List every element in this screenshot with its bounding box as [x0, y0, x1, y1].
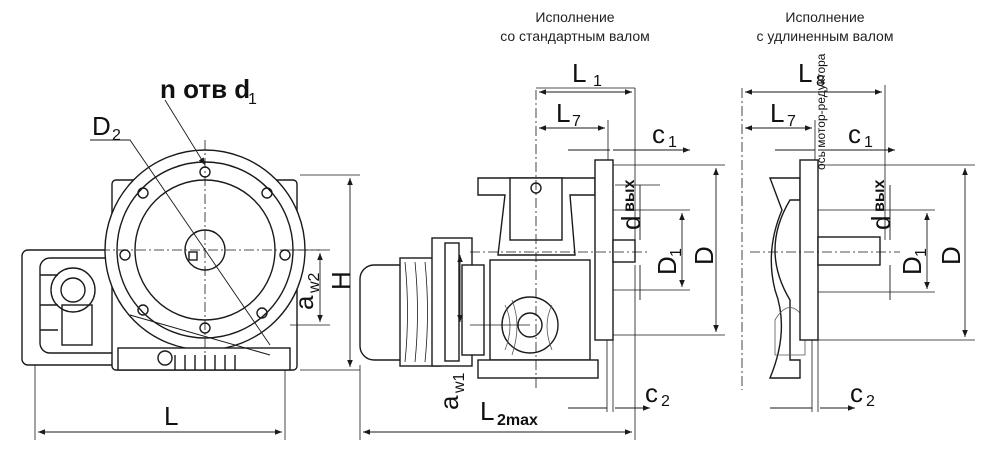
svg-text:D: D [936, 246, 966, 265]
svg-text:1: 1 [668, 134, 677, 151]
svg-text:c: c [850, 378, 863, 408]
svg-text:8: 8 [816, 73, 825, 90]
svg-text:2: 2 [866, 393, 875, 410]
label-L7-mid: L 7 [556, 98, 581, 130]
label-L7-right: L 7 [770, 98, 796, 130]
side-view-standard [359, 87, 725, 440]
label-aw1: a w1 [434, 372, 468, 410]
label-dvyh-right: d вых [866, 180, 896, 231]
label-L: L [164, 401, 178, 431]
svg-text:d: d [866, 216, 896, 230]
label-D2: D 2 [92, 111, 121, 144]
svg-text:L: L [798, 58, 812, 88]
label-holes: n отв d 1 [160, 74, 257, 108]
label-c2-mid: c 2 [645, 378, 670, 410]
svg-text:L: L [556, 98, 570, 128]
svg-text:1: 1 [913, 248, 930, 257]
svg-text:2max: 2max [497, 412, 538, 429]
front-view [21, 99, 360, 440]
side-view-extended [741, 85, 975, 412]
label-dvyh-mid: d вых [616, 180, 646, 231]
label-H: H [326, 271, 356, 290]
caption-extended-line1: Исполнение [785, 9, 865, 25]
svg-text:2: 2 [661, 393, 670, 410]
label-L8: L 8 [798, 58, 825, 90]
label-aw2: a w2 [289, 272, 323, 310]
svg-text:a: a [434, 395, 464, 410]
label-c1-mid: c 1 [652, 119, 677, 151]
svg-text:D: D [652, 256, 682, 275]
svg-text:c: c [848, 119, 861, 149]
svg-text:n отв d: n отв d [160, 74, 250, 104]
svg-text:1: 1 [864, 134, 873, 151]
svg-text:L: L [480, 396, 494, 426]
svg-text:L: L [770, 98, 784, 128]
svg-text:L: L [572, 58, 586, 88]
svg-text:D: D [897, 256, 927, 275]
svg-text:7: 7 [787, 113, 796, 130]
caption-extended: Исполнение с удлиненным валом [710, 8, 940, 46]
caption-extended-line2: с удлиненным валом [756, 28, 894, 44]
label-D-mid: D [689, 246, 719, 265]
svg-text:H: H [326, 271, 356, 290]
svg-text:c: c [652, 119, 665, 149]
svg-text:D: D [92, 111, 111, 141]
svg-text:1: 1 [668, 248, 685, 257]
svg-text:D: D [689, 246, 719, 265]
svg-text:вых: вых [621, 180, 638, 213]
svg-text:d: d [616, 216, 646, 230]
axis-note: ось мотор-редуктора [814, 53, 828, 170]
caption-standard-line2: со стандартным валом [500, 28, 650, 44]
svg-text:w1: w1 [451, 372, 468, 394]
svg-text:вых: вых [871, 180, 888, 213]
caption-standard: Исполнение со стандартным валом [465, 8, 685, 46]
svg-text:w2: w2 [306, 272, 323, 294]
svg-text:7: 7 [572, 113, 581, 130]
label-D1-mid: D 1 [652, 248, 685, 275]
label-D1-right: D 1 [897, 248, 930, 275]
label-c1-right: c 1 [848, 119, 873, 151]
svg-text:a: a [289, 295, 319, 310]
label-D-right: D [936, 246, 966, 265]
label-c2-right: c 2 [850, 378, 875, 410]
svg-text:2: 2 [112, 127, 121, 144]
caption-standard-line1: Исполнение [535, 9, 615, 25]
label-L1: L 1 [572, 58, 602, 90]
svg-text:L: L [164, 401, 178, 431]
svg-text:1: 1 [593, 73, 602, 90]
svg-text:c: c [645, 378, 658, 408]
label-L2max: L 2max [480, 396, 538, 429]
svg-text:1: 1 [248, 91, 257, 108]
